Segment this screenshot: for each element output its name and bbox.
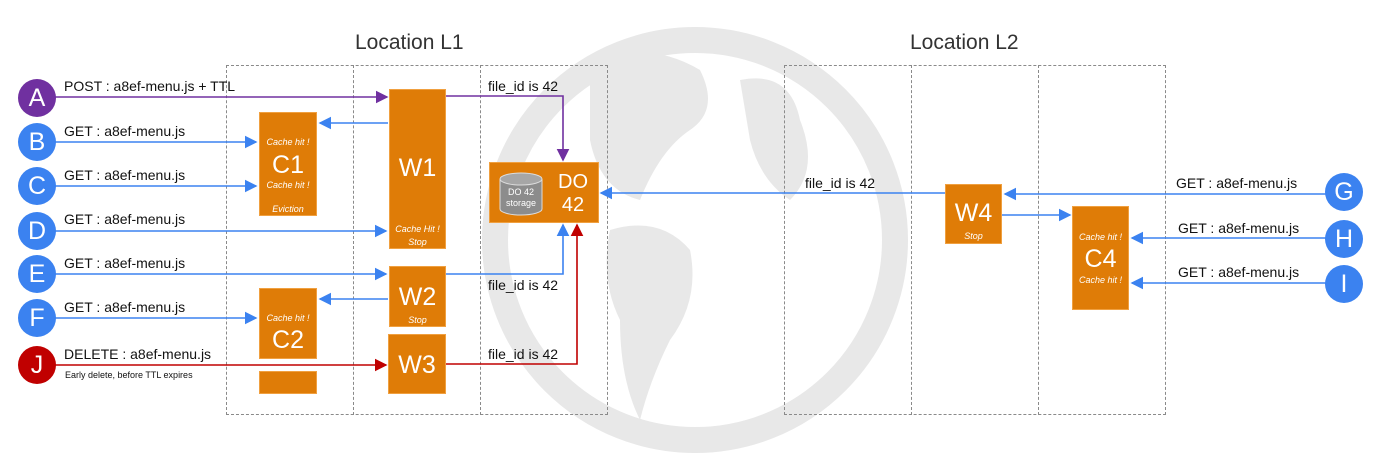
worker-w2: W2 Stop [389,266,446,327]
cache-c4: Cache hit ! C4 Cache hit ! [1072,206,1129,310]
c1-hit1: Cache hit ! [266,137,310,147]
divider [353,65,354,415]
file-id-label: file_id is 42 [805,175,876,191]
storage-label-2: storage [505,198,537,208]
cache-c2: Cache hit ! C2 [259,288,317,359]
request-label-g: GET : a8ef-menu.js [1176,175,1298,191]
request-label-d: GET : a8ef-menu.js [64,211,186,227]
arrow-w2-to-do [446,223,570,275]
divider [911,65,912,415]
client-a: A [18,79,56,117]
cache-c2-lower [259,371,317,394]
w1-cache-hit: Cache Hit ! [395,224,440,234]
w2-name: W2 [398,283,437,311]
request-label-b: GET : a8ef-menu.js [64,123,186,139]
client-f: F [18,299,56,337]
c2-hit1: Cache hit ! [266,313,310,323]
c4-name: C4 [1084,245,1117,273]
w4-stop: Stop [964,231,983,241]
request-label-h: GET : a8ef-menu.js [1178,220,1300,236]
durable-object-42: DO 42 storage DO 42 [489,162,599,223]
arrow-w3-to-do [446,223,584,365]
w2-stop: Stop [408,315,427,325]
client-h: H [1325,220,1363,258]
worker-w4: W4 Stop [945,184,1002,244]
do-id: 42 [561,194,585,216]
file-id-label: file_id is 42 [488,78,559,94]
w1-name: W1 [398,154,437,182]
c1-hit2: Cache hit ! [266,180,310,190]
c4-hit1: Cache hit ! [1078,232,1123,242]
storage-icon [499,172,543,216]
request-label-i: GET : a8ef-menu.js [1178,264,1300,280]
worker-w3: W3 [388,334,446,394]
location-l1-title: Location L1 [355,31,464,54]
w4-name: W4 [954,199,993,227]
client-j: J [18,346,56,384]
file-id-label: file_id is 42 [488,346,559,362]
worker-w1: W1 Cache Hit ! Stop [389,89,446,249]
request-note-j: Early delete, before TTL expires [65,370,193,380]
request-label-e: GET : a8ef-menu.js [64,255,186,271]
request-label-c: GET : a8ef-menu.js [64,167,186,183]
divider [480,65,481,415]
do-name: DO [558,171,588,193]
request-label-j: DELETE : a8ef-menu.js [64,346,212,362]
file-id-label: file_id is 42 [488,277,559,293]
divider [1038,65,1039,415]
location-l2-panel [784,65,1166,415]
request-label-f: GET : a8ef-menu.js [64,299,186,315]
cache-c1: Cache hit ! C1 Cache hit ! Eviction [259,112,317,216]
request-label-a: POST : a8ef-menu.js + TTL [64,78,236,94]
c4-hit2: Cache hit ! [1078,275,1123,285]
client-c: C [18,167,56,205]
arrow-w1-to-do [446,95,570,162]
c1-name: C1 [272,151,304,179]
client-e: E [18,255,56,293]
client-g: G [1325,173,1363,211]
location-l1-panel [226,65,608,415]
storage-label-1: DO 42 [507,187,534,197]
client-i: I [1325,265,1363,303]
w3-name: W3 [398,351,436,379]
w1-stop: Stop [408,237,427,247]
client-d: D [18,212,56,250]
location-l2-title: Location L2 [910,31,1019,54]
c1-eviction: Eviction [272,204,304,214]
c2-name: C2 [272,326,304,354]
client-b: B [18,123,56,161]
